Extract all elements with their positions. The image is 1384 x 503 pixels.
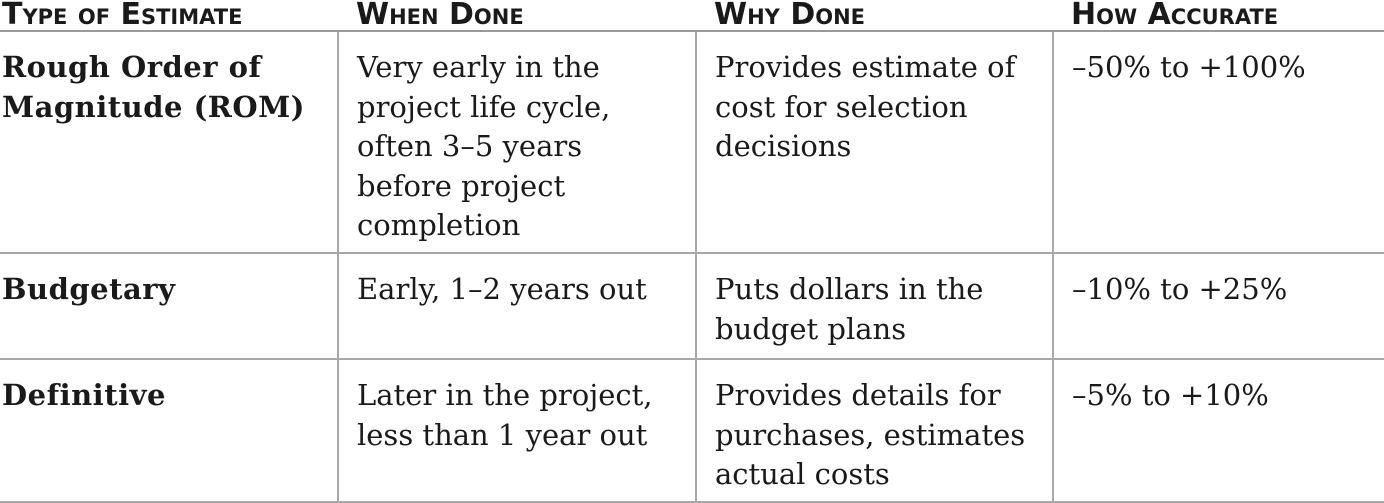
table-row: Rough Order of Magnitude (ROM) Very earl… — [0, 31, 1384, 254]
header-how-accurate: How Accurate — [1053, 0, 1384, 32]
cell-type: Definitive — [0, 359, 338, 503]
header-when-done: When Done — [338, 0, 696, 32]
cell-why-done: Puts dollars in the budget plans — [695, 253, 1053, 360]
table-row: Definitive Later in the project, less th… — [0, 359, 1384, 503]
header-why-done: Why Done — [696, 0, 1053, 32]
cell-accuracy: –50% to +100% — [1052, 31, 1384, 254]
header-row: Type of Estimate When Done Why Done How … — [0, 0, 1384, 32]
cell-when-done: Early, 1–2 years out — [337, 253, 696, 360]
cell-type: Rough Order of Magnitude (ROM) — [0, 31, 338, 254]
cell-why-done: Provides estimate of cost for selection … — [695, 31, 1053, 254]
table-body: Rough Order of Magnitude (ROM) Very earl… — [0, 31, 1384, 503]
cell-accuracy: –5% to +10% — [1052, 359, 1384, 503]
table-header: Type of Estimate When Done Why Done How … — [0, 0, 1384, 32]
cell-type: Budgetary — [0, 253, 338, 360]
cell-accuracy: –10% to +25% — [1052, 253, 1384, 360]
table-row: Budgetary Early, 1–2 years out Puts doll… — [0, 253, 1384, 360]
cell-when-done: Very early in the project life cycle, of… — [337, 31, 696, 254]
cell-why-done: Provides details for purchases, estimate… — [695, 359, 1053, 503]
header-type-of-estimate: Type of Estimate — [0, 0, 338, 32]
cell-when-done: Later in the project, less than 1 year o… — [337, 359, 696, 503]
